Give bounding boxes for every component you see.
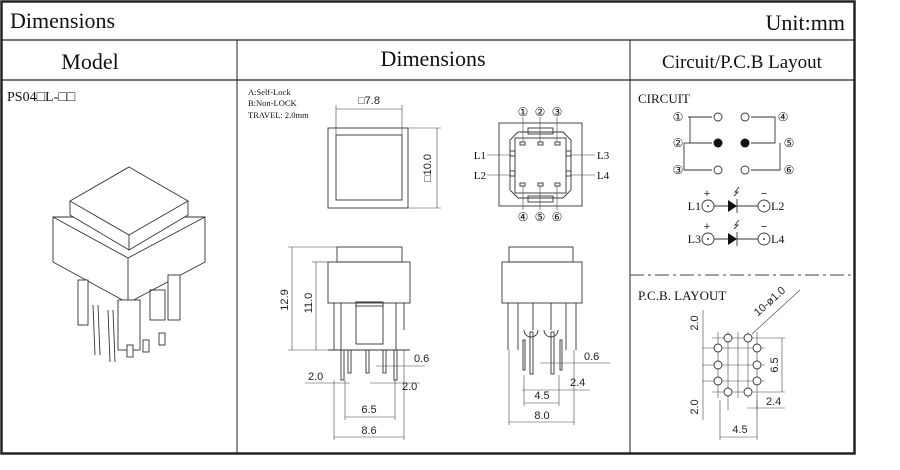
dim-body-height: 11.0: [303, 293, 315, 314]
led2-anode: L3: [688, 232, 701, 246]
led2-plus: +: [704, 221, 710, 233]
circuit-pin-1: ①: [673, 110, 684, 124]
side-view-drawing: [501, 246, 610, 425]
circuit-pin-6: ⑥: [784, 163, 795, 177]
pcb-layout-diagram: [702, 289, 801, 440]
top-view-drawing: [327, 105, 441, 209]
pcb-hole-spec: 10-ø1.0: [752, 285, 788, 319]
pcb-title: P.C.B. LAYOUT: [638, 288, 726, 303]
dim-top-width: □7.8: [358, 95, 380, 107]
led2-cathode: L4: [771, 232, 784, 246]
note-travel: TRAVEL: 2.0mm: [248, 110, 309, 120]
led1-plus: +: [704, 188, 710, 200]
dim-pitch-right: 2.0: [402, 381, 417, 393]
led-pin-label: L1: [474, 150, 486, 162]
model-name: PS04□L-□□: [7, 90, 76, 105]
led-diagram-1: [701, 186, 771, 213]
dim-total-height: 12.9: [279, 289, 291, 310]
header-title: Dimensions: [10, 8, 115, 33]
dim-pin-width: 0.6: [584, 351, 599, 363]
note-self-lock: A:Self-Lock: [248, 87, 291, 97]
circuit-pin-2: ②: [673, 136, 684, 150]
column-model: Model: [61, 49, 118, 74]
circuit-pin-3: ③: [673, 163, 684, 177]
pin-label: ⑤: [535, 210, 546, 224]
circuit-pin-4: ④: [778, 110, 789, 124]
led-pin-label: L4: [597, 170, 610, 182]
pin-label: ④: [518, 210, 529, 224]
pcb-dim-offset: 2.4: [766, 396, 781, 408]
led2-minus: −: [761, 221, 767, 233]
column-dimensions: Dimensions: [380, 46, 485, 71]
led1-minus: −: [761, 188, 767, 200]
column-circuit: Circuit/P.C.B Layout: [662, 52, 823, 73]
pcb-dim-bottom: 2.0: [689, 399, 701, 414]
switch-circuit-diagram: [683, 112, 781, 175]
led-pin-label: L3: [597, 150, 610, 162]
front-view-drawing: [288, 246, 425, 440]
dim-pitch-left: 2.0: [308, 371, 323, 383]
dim-offset: 2.4: [570, 377, 585, 389]
pcb-dim-top: 2.0: [689, 315, 701, 330]
led1-cathode: L2: [771, 199, 784, 213]
isometric-switch-drawing: [52, 166, 206, 363]
dim-span: 6.5: [361, 404, 376, 416]
dim-top-height: □10.0: [422, 154, 434, 182]
led-pin-label: L2: [474, 170, 486, 182]
pin-label: ⑥: [552, 210, 563, 224]
dim-width: 8.6: [361, 425, 376, 437]
pcb-dim-pitch: 4.5: [732, 424, 747, 436]
circuit-title: CIRCUIT: [638, 91, 690, 106]
dim-pin-width: 0.6: [414, 353, 429, 365]
bottom-view-drawing: [487, 117, 595, 210]
pin-label: ①: [518, 105, 529, 119]
outer-frame: [0, 0, 856, 455]
pin-label: ②: [535, 105, 546, 119]
led1-anode: L1: [688, 199, 701, 213]
dim-width: 8.0: [534, 410, 549, 422]
unit-label: Unit:mm: [766, 10, 845, 35]
led-diagram-2: [701, 219, 771, 246]
pcb-dim-height: 6.5: [769, 357, 781, 372]
note-non-lock: B:Non-LOCK: [248, 98, 298, 108]
pin-label: ③: [552, 105, 563, 119]
circuit-pin-5: ⑤: [784, 136, 795, 150]
dim-pitch: 4.5: [534, 390, 549, 402]
